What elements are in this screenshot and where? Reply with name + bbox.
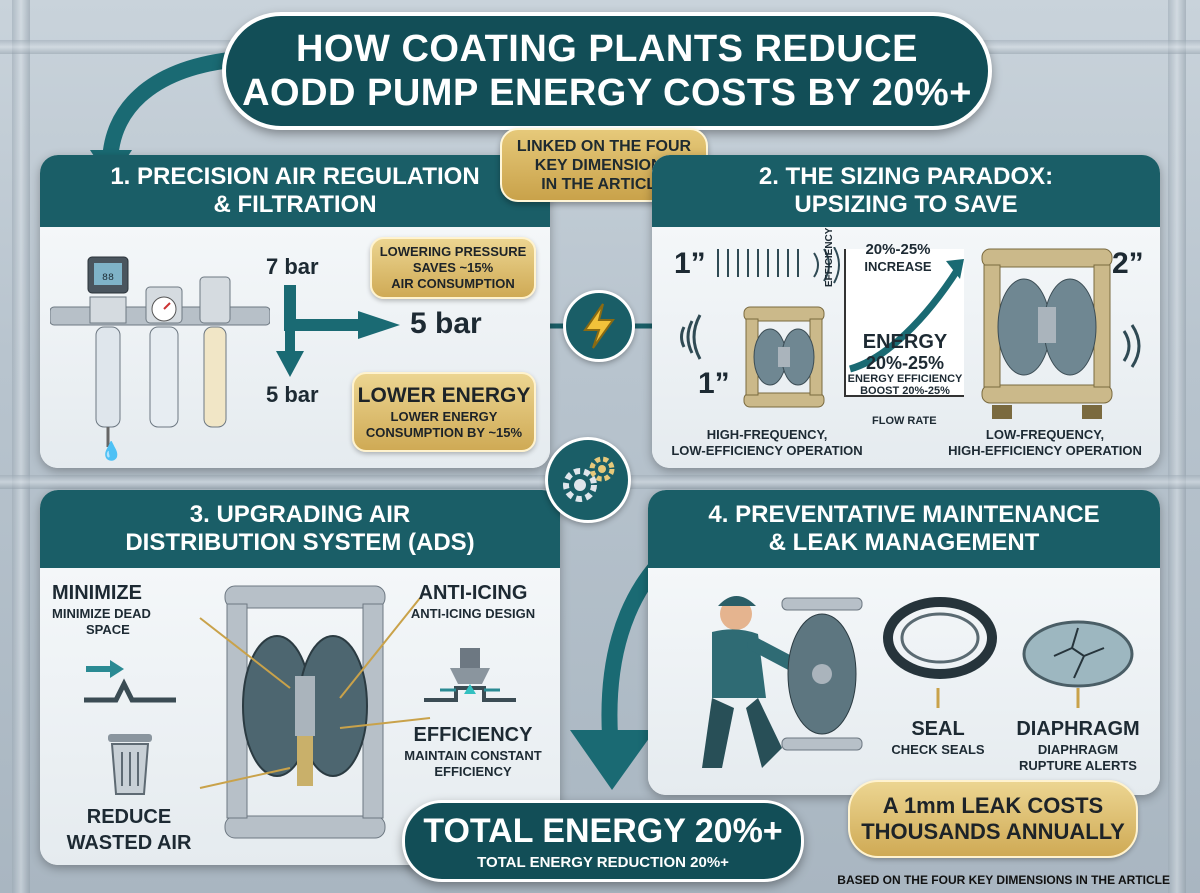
callout-leader-lines	[199, 597, 431, 789]
small-pump-caption: HIGH-FREQUENCY, LOW-EFFICIENCY OPERATION	[671, 427, 863, 458]
filter-regulator-illustration: 88	[50, 256, 270, 447]
panel-title-line-1: 3. UPGRADING AIR	[189, 501, 411, 528]
panel-maintenance: 4. PREVENTATIVE MAINTENANCE & LEAK MANAG…	[648, 490, 1160, 795]
trash-bin-icon	[108, 734, 152, 795]
dead-space-icon	[84, 660, 176, 703]
efficiency-curve	[848, 259, 964, 373]
sound-wave-icon	[1122, 324, 1141, 368]
panel-title-line-1: 2. THE SIZING PARADOX:	[758, 163, 1054, 190]
gears-icon	[545, 437, 631, 523]
minimize-dead-space: MINIMIZE MINIMIZE DEAD SPACE	[52, 582, 151, 637]
large-pump-illustration	[981, 248, 1113, 419]
pressure-reduction-arrows	[276, 285, 400, 377]
anti-icing-feature: ANTI-ICING ANTI-ICING DESIGN	[410, 582, 536, 621]
energy-boost-label: ENERGY 20%-25% ENERGY EFFICIENCY BOOST 2…	[847, 331, 963, 397]
panel-header: 1. PRECISION AIR REGULATION & FILTRATION	[40, 155, 550, 227]
y-axis-label: EFFICIENCY	[824, 227, 835, 287]
panel-title-line-1: 1. PRECISION AIR REGULATION	[110, 163, 480, 190]
small-pump-size-label: 1”	[698, 367, 730, 400]
increase-label: 20%-25% INCREASE	[864, 241, 932, 274]
sound-wave-icon	[680, 314, 702, 360]
title-banner: HOW COATING PLANTS REDUCE AODD PUMP ENER…	[222, 12, 992, 130]
panel-air-regulation: 1. PRECISION AIR REGULATION & FILTRATION…	[40, 155, 550, 468]
panel-body: 88 💧 7 bar 5 bar 5 bar LOWERING PRESSURE…	[40, 227, 550, 468]
water-drop-icon: 💧	[100, 441, 123, 461]
small-pump-size: 1”	[674, 247, 706, 280]
panel-sizing-paradox: 2. THE SIZING PARADOX: UPSIZING TO SAVE …	[652, 155, 1160, 468]
total-energy-sub: TOTAL ENERGY REDUCTION 20%+	[477, 853, 729, 871]
diaphragm-icon	[1022, 620, 1134, 688]
pressure-target: 5 bar	[410, 307, 482, 340]
bolt-icon	[563, 290, 635, 362]
panel-body: 1” 1” 2”	[652, 227, 1160, 468]
efficiency-chart	[844, 249, 964, 397]
panel-title-line-2: DISTRIBUTION SYSTEM (ADS)	[125, 529, 475, 556]
title-line-1: HOW COATING PLANTS REDUCE	[296, 28, 918, 70]
ads-pump-illustration	[224, 585, 386, 839]
panel-header: 4. PREVENTATIVE MAINTENANCE & LEAK MANAG…	[648, 490, 1160, 568]
efficiency-feature: EFFICIENCY MAINTAIN CONSTANT EFFICIENCY	[404, 724, 542, 779]
panel-title-line-2: & FILTRATION	[213, 191, 377, 218]
total-energy-main: TOTAL ENERGY 20%+	[423, 811, 783, 850]
callout-pins	[936, 688, 1080, 708]
svg-text:88: 88	[102, 273, 114, 284]
seal-ring-icon	[883, 597, 997, 679]
leak-cost-callout: A 1mm LEAK COSTS THOUSANDS ANNUALLY	[848, 780, 1138, 858]
panel-title-line-1: 4. PREVENTATIVE MAINTENANCE	[708, 501, 1100, 528]
title-line-2: AODD PUMP ENERGY COSTS BY 20%+	[242, 72, 972, 114]
reduce-wasted-air: REDUCE WASTED AIR	[66, 806, 192, 854]
anti-icing-icon	[424, 648, 516, 702]
pressure-high: 7 bar	[266, 254, 319, 279]
technician-illustration	[702, 596, 863, 768]
x-axis-label: FLOW RATE	[872, 415, 937, 427]
large-pump-caption: LOW-FREQUENCY, HIGH-EFFICIENCY OPERATION	[948, 427, 1142, 458]
panel-body: SEAL CHECK SEALS DIAPHRAGM DIAPHRAGM RUP…	[648, 568, 1160, 795]
panel-title-line-2: UPSIZING TO SAVE	[794, 191, 1018, 218]
seal-check: SEAL CHECK SEALS	[891, 718, 985, 757]
large-pump-size: 2”	[1112, 247, 1144, 280]
arrow-icon	[102, 52, 232, 166]
diaphragm-alerts: DIAPHRAGM DIAPHRAGM RUPTURE ALERTS	[1016, 718, 1140, 773]
panel-title-line-2: & LEAK MANAGEMENT	[768, 529, 1040, 556]
small-pump-illustration	[743, 306, 825, 408]
digital-gauge-screen	[94, 263, 122, 285]
high-frequency-arrows	[717, 247, 840, 284]
pressure-low: 5 bar	[266, 382, 319, 407]
pressure-savings-callout: LOWERING PRESSURE SAVES ~15% AIR CONSUMP…	[370, 237, 536, 299]
panel-header: 2. THE SIZING PARADOX: UPSIZING TO SAVE	[652, 155, 1160, 227]
panel-header: 3. UPGRADING AIR DISTRIBUTION SYSTEM (AD…	[40, 490, 560, 568]
footer-note: BASED ON THE FOUR KEY DIMENSIONS IN THE …	[837, 873, 1170, 887]
arrow-icon	[570, 730, 655, 790]
lower-energy-callout: LOWER ENERGY LOWER ENERGY CONSUMPTION BY…	[352, 372, 536, 452]
total-energy-banner: TOTAL ENERGY 20%+ TOTAL ENERGY REDUCTION…	[402, 800, 804, 882]
